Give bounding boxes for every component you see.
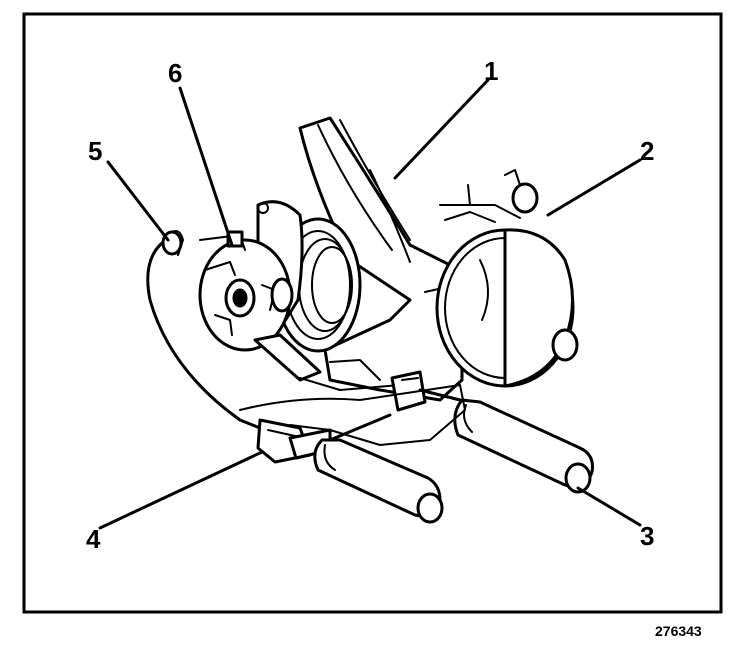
adjuster-connector — [256, 370, 462, 464]
cover-plate — [198, 230, 294, 352]
brake-booster — [435, 169, 579, 388]
diagram-border — [22, 12, 723, 614]
support-leg-left — [313, 438, 444, 524]
lever-arm — [253, 333, 322, 382]
support-leg-right — [453, 398, 594, 494]
callout-5: 5 — [88, 136, 102, 166]
figure-number: 276343 — [655, 623, 702, 639]
callout-6: 6 — [168, 58, 182, 88]
spring-pulley — [256, 200, 362, 353]
callout-3: 3 — [640, 521, 654, 551]
floor-plate — [239, 384, 466, 446]
link-rod — [299, 377, 401, 391]
callout-2: 2 — [640, 136, 654, 166]
callout-1: 1 — [484, 56, 498, 86]
callout-4: 4 — [86, 524, 101, 554]
pedal-bracket — [298, 116, 480, 402]
leader-lines — [98, 78, 642, 530]
